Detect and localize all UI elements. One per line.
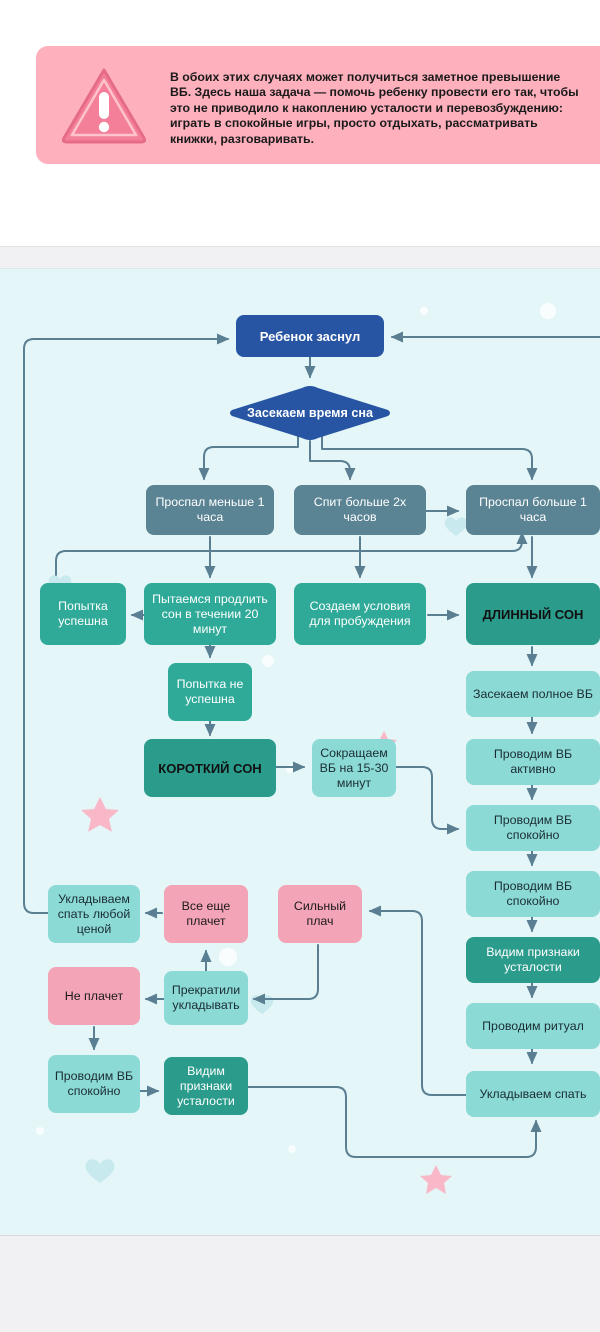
node-tired-signs-right: Видим признаки усталости bbox=[466, 937, 600, 983]
top-panel: В обоих этих случаях может получиться за… bbox=[0, 0, 600, 247]
node-not-crying: Не плачет bbox=[48, 967, 140, 1025]
flowchart: Ребенок заснул Засекаем время сна Проспа… bbox=[0, 268, 600, 1236]
node-track-full-wake: Засекаем полное ВБ bbox=[466, 671, 600, 717]
node-still-crying: Все еще плачет bbox=[164, 885, 248, 943]
node-decision: Засекаем время сна bbox=[247, 405, 373, 420]
node-strong-cry: Сильный плач bbox=[278, 885, 362, 943]
node-ritual: Проводим ритуал bbox=[466, 1003, 600, 1049]
node-slept-more: Проспал больше 1 часа bbox=[466, 485, 600, 535]
node-reduce-wake: Сокращаем ВБ на 15-30 минут bbox=[312, 739, 396, 797]
node-put-to-sleep: Укладываем спать bbox=[466, 1071, 600, 1117]
connectors bbox=[23, 331, 600, 1158]
node-create-wakeup: Создаем условия для пробуждения bbox=[294, 583, 426, 645]
node-start: Ребенок заснул bbox=[236, 315, 384, 357]
node-try-extend: Пытаемся продлить сон в течении 20 минут bbox=[144, 583, 276, 645]
node-attempt-success: Попытка успешна bbox=[40, 583, 126, 645]
node-stopped-putting: Прекратили укладывать bbox=[164, 971, 248, 1025]
warning-triangle-icon bbox=[61, 68, 147, 144]
node-sleeps-more-2h: Спит больше 2х часов bbox=[294, 485, 426, 535]
node-slept-less: Проспал меньше 1 часа bbox=[146, 485, 274, 535]
node-put-any-cost: Укладываем спать любой ценой bbox=[48, 885, 140, 943]
node-active-wake: Проводим ВБ активно bbox=[466, 739, 600, 785]
decision-diamond bbox=[230, 386, 390, 440]
node-calm-wake-left: Проводим ВБ спокойно bbox=[48, 1055, 140, 1113]
node-long-sleep: ДЛИННЫЙ СОН bbox=[466, 583, 600, 645]
notice-text: В обоих этих случаях может получиться за… bbox=[170, 70, 579, 146]
node-calm-wake-1: Проводим ВБ спокойно bbox=[466, 805, 600, 851]
warning-notice: В обоих этих случаях может получиться за… bbox=[36, 46, 600, 164]
node-short-sleep: КОРОТКИЙ СОН bbox=[144, 739, 276, 797]
node-attempt-failed: Попытка не успешна bbox=[168, 663, 252, 721]
node-tired-signs-left: Видим признаки усталости bbox=[164, 1057, 248, 1115]
node-calm-wake-2: Проводим ВБ спокойно bbox=[466, 871, 600, 917]
